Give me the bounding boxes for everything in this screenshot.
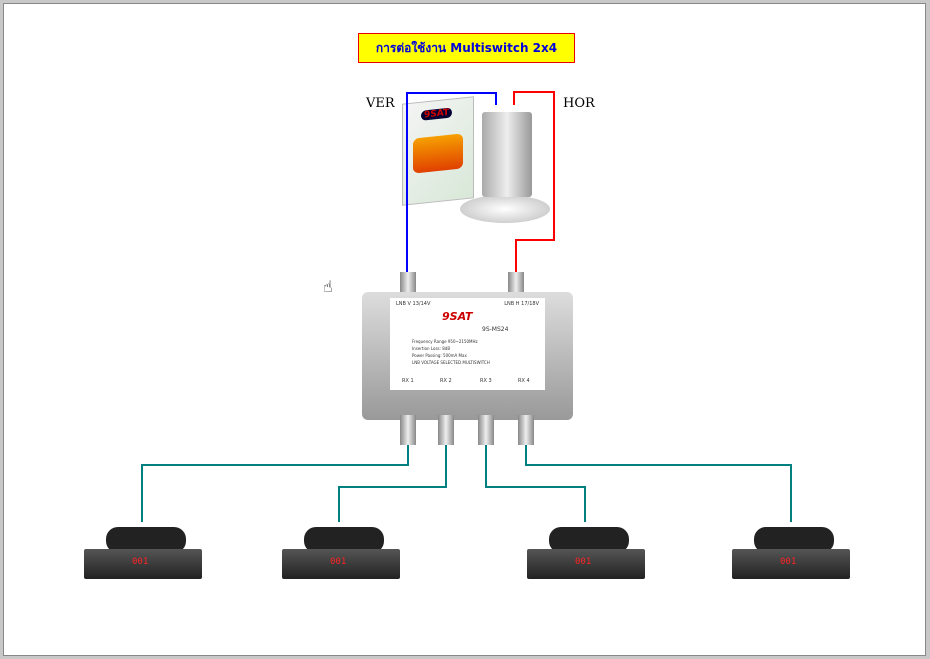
remote-control-icon [754, 527, 834, 553]
receiver-display: 001 [780, 557, 797, 567]
multiswitch-brand-logo: 9SAT [442, 310, 473, 323]
receiver-display: 001 [330, 557, 347, 567]
rx4-port [518, 415, 534, 445]
receiver-2: 001 [282, 527, 400, 582]
rx1-port [400, 415, 416, 445]
rx2-port [438, 415, 454, 445]
hand-cursor-icon: ☝ [323, 277, 333, 296]
remote-control-icon [304, 527, 384, 553]
multiswitch-model: 9S-MS24 [482, 326, 509, 333]
hor-label: HOR [563, 96, 595, 111]
rx2-cable [338, 445, 447, 522]
lnb-feedhorn [460, 195, 550, 223]
rx2-label: RX 2 [440, 378, 452, 384]
spec-line: Power Passing: 500mA Max [412, 353, 467, 358]
lnb-v-label: LNB V 13/14V [396, 301, 431, 307]
rx3-port [478, 415, 494, 445]
spec-line: Insertion Loss: 8dB [412, 346, 451, 351]
spec-line: LNB VOLTAGE SELECTED MULTISWITCH [412, 360, 490, 365]
ver-label: VER [366, 96, 395, 111]
remote-control-icon [549, 527, 629, 553]
multiswitch-specs: Frequency Range 950~2150MHz Insertion Lo… [412, 338, 490, 366]
horizontal-cable [513, 91, 555, 285]
receiver-1: 001 [84, 527, 202, 582]
lnb-h-label: LNB H 17/18V [504, 301, 539, 307]
diagram-title: การต่อใช้งาน Multiswitch 2x4 [358, 33, 575, 63]
receiver-4: 001 [732, 527, 850, 582]
vertical-cable [406, 92, 497, 285]
rx4-label: RX 4 [518, 378, 530, 384]
receiver-display: 001 [132, 557, 149, 567]
receiver-display: 001 [575, 557, 592, 567]
lnb-device [482, 112, 532, 197]
rx4-cable [525, 445, 792, 522]
rx1-label: RX 1 [402, 378, 414, 384]
remote-control-icon [106, 527, 186, 553]
spec-line: Frequency Range 950~2150MHz [412, 339, 478, 344]
multiswitch-label: LNB V 13/14V LNB H 17/18V 9SAT 9S-MS24 F… [390, 298, 545, 390]
rx3-cable [485, 445, 586, 522]
rx3-label: RX 3 [480, 378, 492, 384]
rx1-cable [141, 445, 409, 522]
receiver-3: 001 [527, 527, 645, 582]
